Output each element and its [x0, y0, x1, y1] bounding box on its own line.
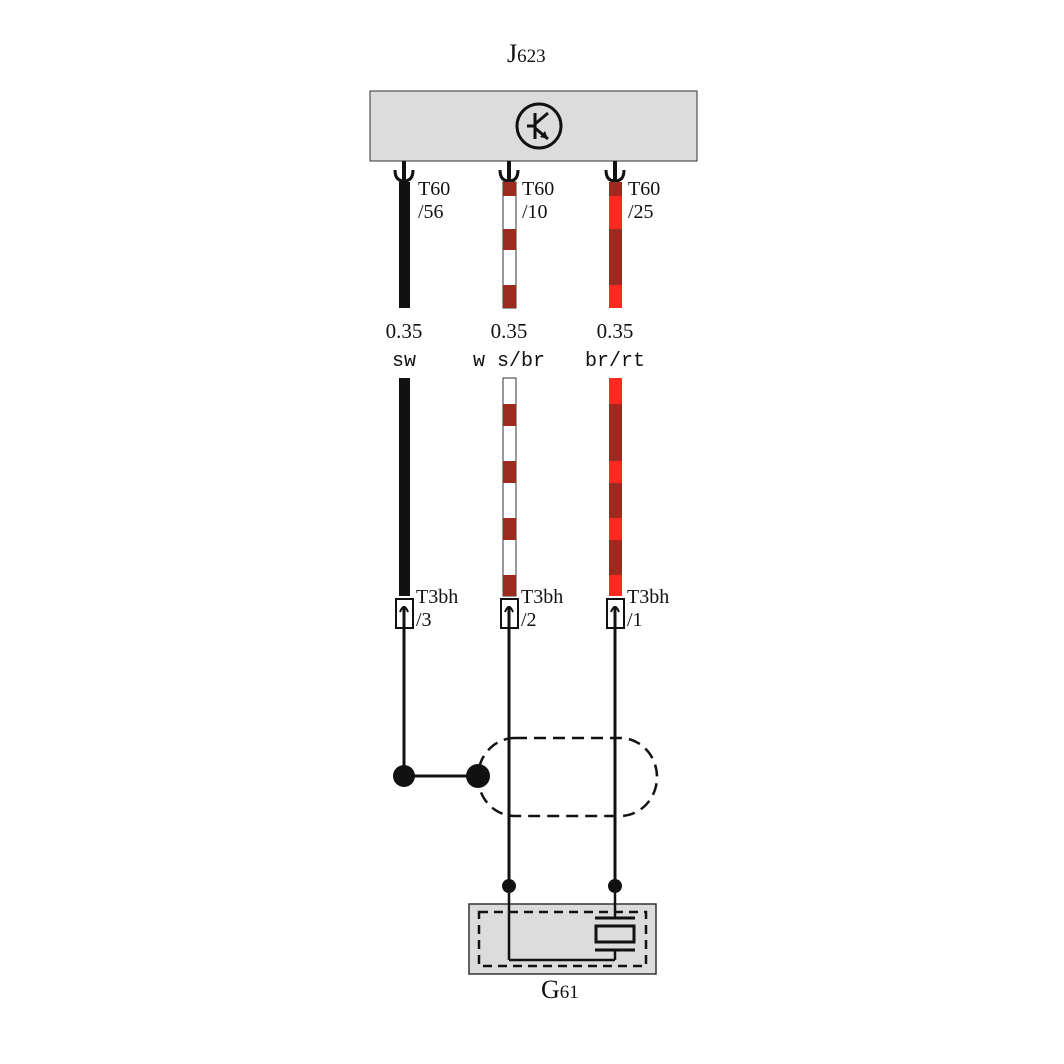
sensor-title-main: G — [541, 975, 560, 1004]
ecu-pin-1-line2: /56 — [418, 201, 444, 223]
ecu-pin-3-line2: /25 — [628, 201, 654, 223]
ecu-title-sub: 623 — [517, 46, 546, 67]
wire-br-rt — [609, 182, 622, 596]
connector-pin-2-line1: T3bh — [521, 586, 563, 608]
ecu-pin-2-line2: /10 — [522, 201, 548, 223]
wire-3-color-code: br/rt — [585, 350, 645, 373]
cable-shield — [476, 736, 659, 818]
ecu-title-main: J — [507, 39, 517, 68]
wire-3-gauge: 0.35 — [597, 319, 634, 343]
connector-pin-1-line1: T3bh — [627, 586, 669, 608]
sensor-title-sub: 61 — [560, 982, 579, 1003]
wire-2-gauge: 0.35 — [491, 319, 528, 343]
shield-junction-dot — [466, 764, 490, 788]
ecu-pin-2-line1: T60 — [522, 178, 554, 200]
connector-pin-3-line1: T3bh — [416, 586, 458, 608]
sensor-inner-shield — [477, 910, 648, 968]
ground-junction-dot — [393, 765, 415, 787]
wire-2-color-code: w s/br — [473, 350, 545, 373]
ecu-pin-1-line1: T60 — [418, 178, 450, 200]
ecu-title: J623 — [507, 39, 546, 68]
wire-1-color-code: sw — [392, 350, 416, 373]
wire-sw — [399, 182, 410, 596]
ecu-pin-3-line1: T60 — [628, 178, 660, 200]
connector-pin-1-line2: /1 — [627, 609, 643, 631]
connector-pin-3-line2: /3 — [416, 609, 432, 631]
sensor-pin-dot-1 — [608, 879, 622, 893]
lower-wires — [402, 628, 617, 886]
wire-1-gauge: 0.35 — [386, 319, 423, 343]
piezo-crystal-icon — [507, 893, 636, 962]
sensor-title: G61 — [541, 975, 579, 1004]
wire-ws-br — [502, 181, 517, 597]
transistor-icon — [515, 102, 563, 150]
sensor-pin-dot-2 — [502, 879, 516, 893]
ecu-pin-sockets — [393, 161, 626, 183]
connector-pin-2-line2: /2 — [521, 609, 537, 631]
